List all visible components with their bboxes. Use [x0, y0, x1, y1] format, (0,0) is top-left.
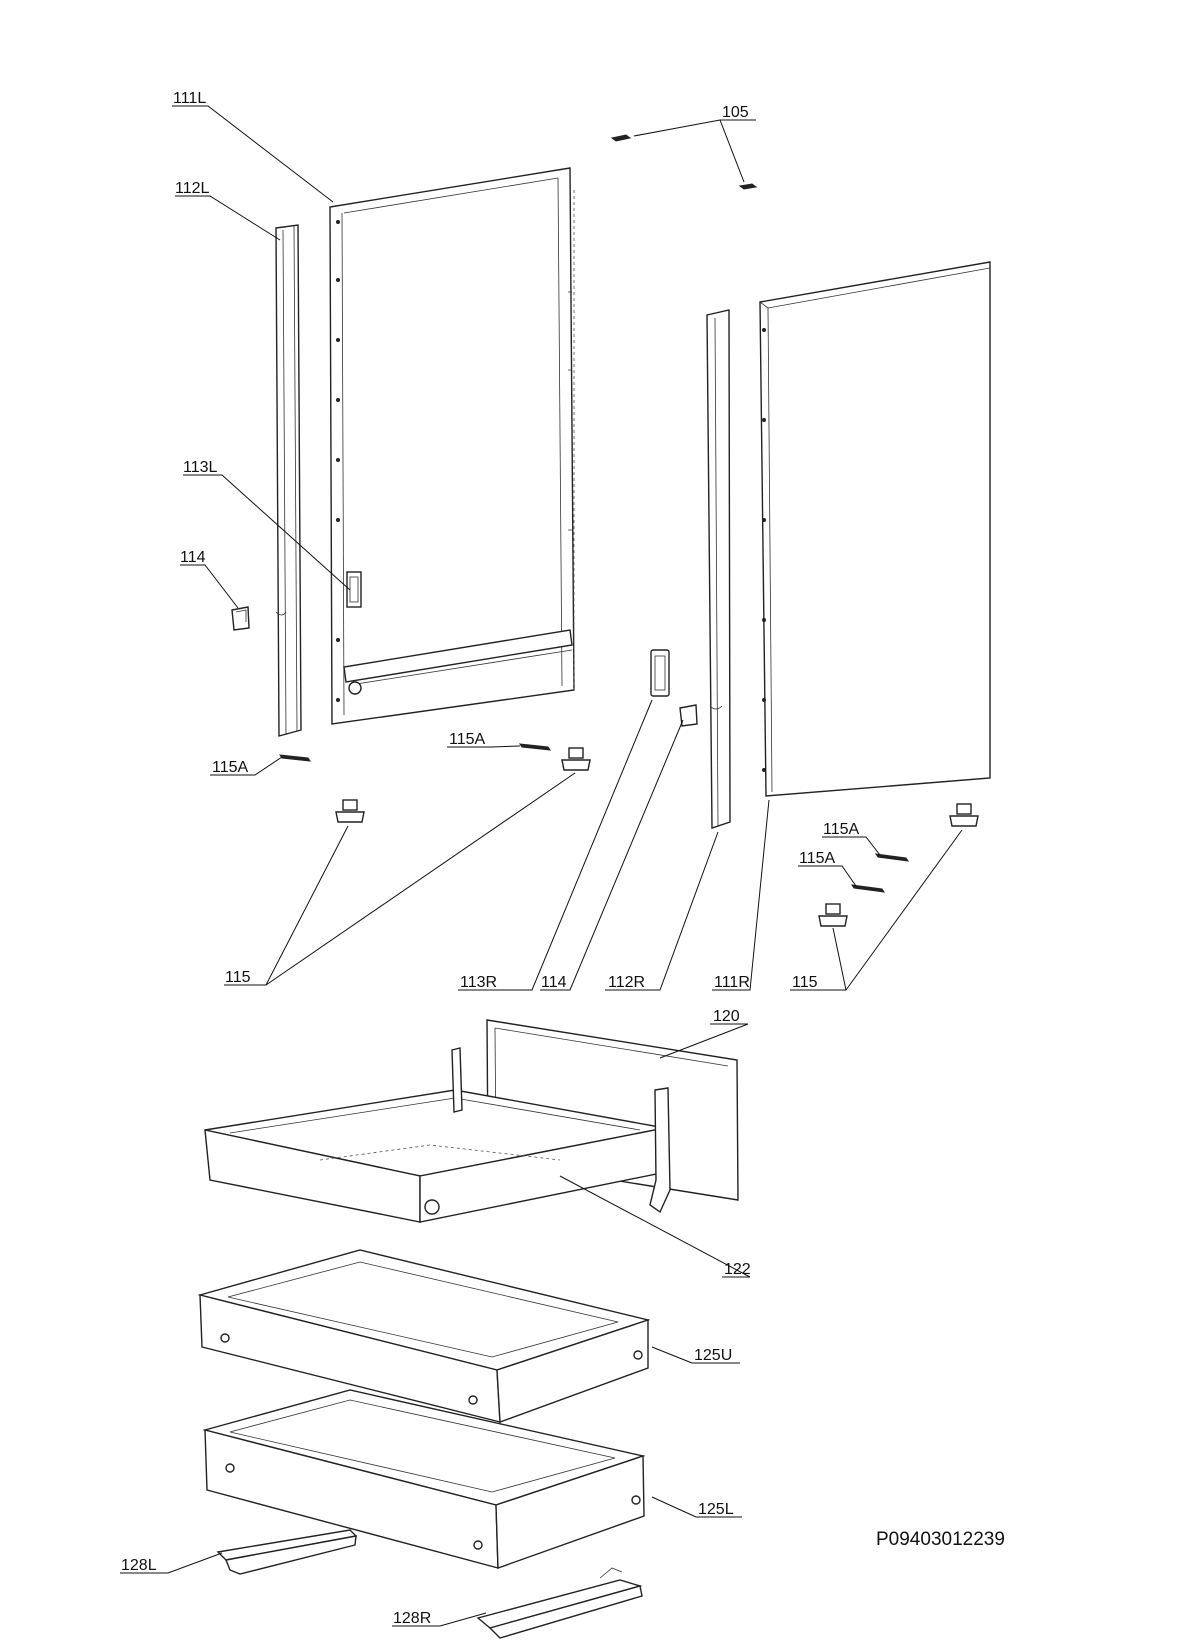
part-114-clip-left — [231, 606, 250, 631]
part-114-clip-right — [679, 704, 698, 727]
part-105-clips — [610, 134, 758, 190]
label-115A-c: 115A — [823, 821, 860, 838]
label-111R: 111R — [714, 974, 750, 991]
label-105: 105 — [722, 104, 749, 121]
part-112R-right-rail — [706, 309, 731, 829]
label-112L: 112L — [175, 180, 210, 197]
part-111L-left-panel — [329, 167, 575, 725]
part-128R-rail — [476, 1567, 643, 1639]
label-115-left: 115 — [225, 969, 251, 986]
label-120: 120 — [713, 1008, 740, 1025]
part-115-feet — [335, 747, 979, 927]
part-113R-hinge — [650, 649, 670, 697]
label-125L: 125L — [698, 1501, 734, 1518]
label-115A-b: 115A — [449, 731, 486, 748]
part-128L-rail — [216, 1529, 358, 1575]
label-128L: 128L — [121, 1557, 157, 1574]
label-122: 122 — [724, 1261, 751, 1278]
leader-lines — [120, 105, 963, 1627]
label-114-bottom: 114 — [541, 974, 567, 991]
part-111R-right-panel — [759, 261, 991, 797]
part-122-tray — [204, 1047, 671, 1223]
label-115A-a: 115A — [212, 759, 249, 776]
label-112R: 112R — [608, 974, 645, 991]
part-125U-upper-frame — [197, 1249, 651, 1423]
part-115A-pads — [278, 743, 910, 893]
label-125U: 125U — [694, 1347, 732, 1364]
label-128R: 128R — [393, 1610, 431, 1627]
part-112L-left-rail — [275, 224, 302, 737]
part-labels: 105 111L 112L 113L 114 115A 115A 115A 11… — [121, 90, 1005, 1627]
label-114-top: 114 — [180, 549, 206, 566]
part-125L-lower-frame — [202, 1389, 646, 1569]
label-113R: 113R — [460, 974, 497, 991]
label-113L: 113L — [183, 459, 218, 476]
label-115-right: 115 — [792, 974, 818, 991]
label-111L: 111L — [173, 90, 206, 107]
drawing-code: P09403012239 — [876, 1529, 1005, 1550]
label-115A-d: 115A — [799, 850, 836, 867]
